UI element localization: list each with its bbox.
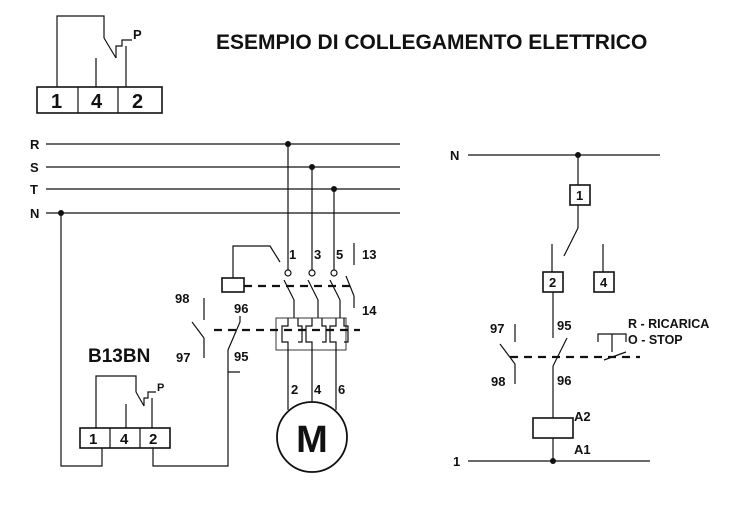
device-bottom-terminal-2: 2 — [149, 431, 157, 448]
wire-terminal-2-to-95 — [152, 372, 229, 467]
device-bottom-p-label: P — [157, 382, 164, 394]
motor-terminal-4: 4 — [314, 382, 322, 397]
control-terminal-1-box — [569, 184, 591, 206]
control-circuit: N 1 2 4 95 96 97 98 R - RICARICA O - STO… — [450, 148, 709, 469]
control-selector-blade — [563, 227, 579, 257]
contactor-aux-14: 14 — [362, 303, 377, 318]
wire-n-to-terminal-1 — [60, 213, 103, 467]
device-top-common-wire — [56, 15, 105, 87]
line-label-t: T — [30, 182, 38, 197]
legend-stop: O - STOP — [628, 333, 683, 347]
overload-relay-body — [275, 317, 347, 351]
device-bottom-name: B13BN — [88, 346, 150, 367]
motor-leads: 2 4 6 — [287, 360, 345, 410]
device-bottom-common-wire — [95, 375, 137, 428]
device-bottom: B13BN 1 4 2 P — [60, 213, 229, 467]
motor-terminal-2: 2 — [291, 382, 298, 397]
control-97-label: 97 — [490, 321, 504, 336]
motor-label: M — [296, 419, 328, 461]
control-95-label: 95 — [557, 318, 571, 333]
contactor-coil-wire — [232, 245, 281, 278]
control-line-1-label: 1 — [453, 454, 460, 469]
control-nc-blade — [552, 337, 568, 367]
device-top-terminal-4: 4 — [91, 91, 103, 113]
contactor-terminal-1: 1 — [289, 247, 296, 262]
device-top: 1 4 2 P — [36, 15, 163, 114]
control-line-n-label: N — [450, 148, 459, 163]
control-98-label: 98 — [491, 374, 505, 389]
device-top-p-label: P — [133, 27, 142, 42]
control-terminal-1: 1 — [576, 188, 583, 203]
control-coil — [532, 417, 574, 439]
overload-97-label: 97 — [176, 350, 190, 365]
device-top-contact — [115, 39, 132, 58]
overload-98-label: 98 — [175, 291, 189, 306]
control-terminal-4: 4 — [600, 275, 608, 290]
legend-ricarica: R - RICARICA — [628, 317, 709, 331]
overload-96-label: 96 — [234, 301, 248, 316]
device-top-terminal-1: 1 — [51, 91, 62, 113]
control-coil-a2: A2 — [574, 409, 591, 424]
contactor: 1 3 5 13 14 — [221, 144, 377, 318]
contactor-terminal-3: 3 — [314, 247, 321, 262]
device-top-terminal-block — [36, 86, 163, 114]
page-title: ESEMPIO DI COLLEGAMENTO ELETTRICO — [216, 31, 647, 54]
motor-circle — [276, 401, 348, 473]
line-label-n: N — [30, 206, 39, 221]
line-label-r: R — [30, 137, 40, 152]
device-bottom-terminal-1: 1 — [89, 431, 97, 448]
power-lines: R S T N — [30, 137, 400, 221]
motor-terminal-6: 6 — [338, 382, 345, 397]
overload-95-label: 95 — [234, 349, 248, 364]
control-terminal-2: 2 — [549, 275, 556, 290]
contactor-aux-13: 13 — [362, 247, 376, 262]
line-label-s: S — [30, 160, 39, 175]
device-top-terminal-2: 2 — [132, 91, 143, 113]
contactor-terminal-5: 5 — [336, 247, 343, 262]
control-terminal-4-box — [593, 271, 615, 293]
control-coil-a1: A1 — [574, 442, 591, 457]
control-96-label: 96 — [557, 373, 571, 388]
device-bottom-terminal-4: 4 — [120, 431, 129, 448]
overload-relay: 96 95 98 97 — [175, 291, 360, 373]
contactor-coil — [221, 277, 245, 293]
device-top-switch-blade — [103, 37, 117, 59]
motor: M — [276, 401, 348, 473]
device-bottom-terminal-block — [79, 427, 171, 449]
